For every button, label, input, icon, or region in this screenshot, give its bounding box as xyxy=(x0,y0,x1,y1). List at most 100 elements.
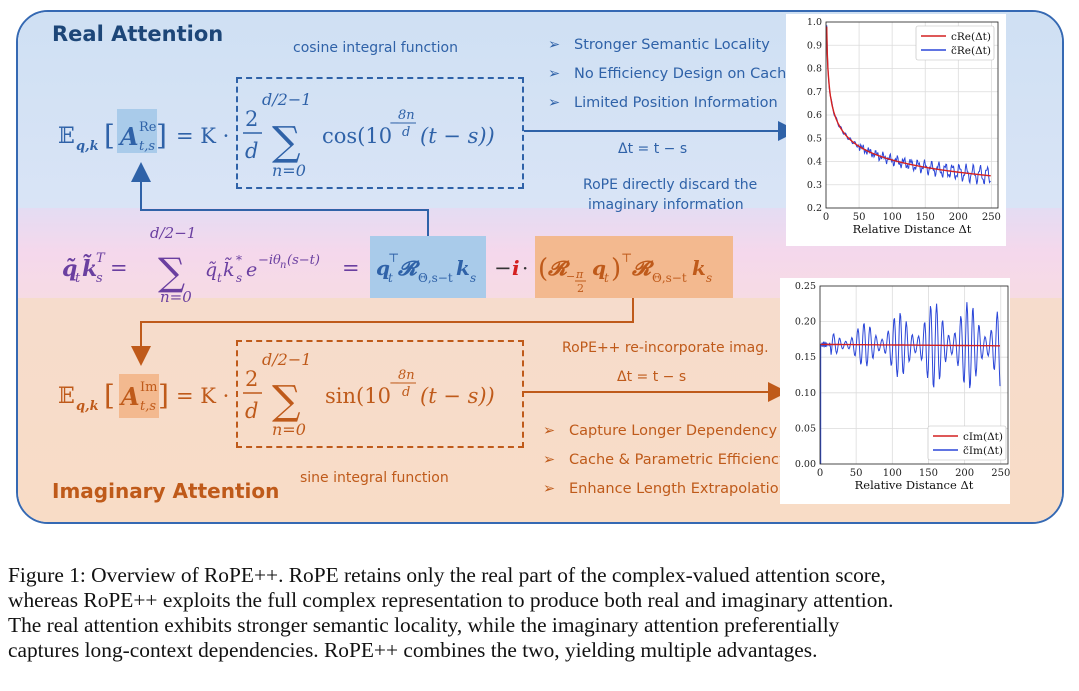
svg-text:i: i xyxy=(512,256,520,280)
svg-text:k: k xyxy=(456,256,470,280)
x-tick-label: 250 xyxy=(991,468,1010,479)
svg-text:= K ·: = K · xyxy=(176,124,229,148)
y-tick-label: 0.00 xyxy=(795,459,816,470)
real-attention-highlight xyxy=(117,109,157,153)
svg-text:n=0: n=0 xyxy=(160,288,192,306)
svg-text:∑: ∑ xyxy=(158,250,185,294)
svg-text:−: − xyxy=(494,256,512,280)
svg-text:k: k xyxy=(692,256,706,280)
imag-sum-lower: n=0 xyxy=(272,420,306,439)
x-tick-label: 0 xyxy=(823,212,829,223)
svg-text:t,s: t,s xyxy=(140,399,156,414)
real-bullet-2: ➢ No Efficiency Design on Cache xyxy=(548,66,796,82)
svg-text:n: n xyxy=(280,260,286,271)
x-tick-label: 150 xyxy=(919,468,938,479)
svg-text:s: s xyxy=(236,271,242,285)
svg-text:∑: ∑ xyxy=(272,378,301,424)
svg-text:*: * xyxy=(236,253,242,267)
x-tick-label: 250 xyxy=(982,212,1001,223)
svg-text:A: A xyxy=(118,122,139,151)
svg-text:·: · xyxy=(522,256,528,280)
real-frac-num: 2 xyxy=(245,107,258,131)
imag-bullet-2-text: Cache & Parametric Efficiency xyxy=(568,452,788,468)
svg-text:q,k: q,k xyxy=(76,139,99,154)
real-attention-title: Real Attention xyxy=(52,22,224,46)
imag-part-highlight xyxy=(535,236,733,298)
real-chart-legend: cRe(Δt)c̃Re(Δt) xyxy=(915,25,995,61)
imag-chart-legend: cIm(Δt)c̃Im(Δt) xyxy=(927,425,1007,461)
imag-chart-curves xyxy=(820,302,1001,464)
y-tick-label: 1.0 xyxy=(807,17,822,28)
svg-text:k̃: k̃ xyxy=(223,258,235,281)
real-sum-upper: d/2−1 xyxy=(262,90,311,109)
y-tick-label: 0.6 xyxy=(807,110,822,121)
y-tick-label: 0.15 xyxy=(795,352,816,363)
caption-line-1: Figure 1: Overview of RoPE++. RoPE retai… xyxy=(8,563,886,587)
exact-series-line xyxy=(820,343,1000,347)
svg-text:sin(10: sin(10 xyxy=(325,384,391,408)
svg-text:−iθ: −iθ xyxy=(258,253,281,268)
y-tick-label: 0.10 xyxy=(795,388,816,399)
imag-bullet-1-text: Capture Longer Dependency xyxy=(568,423,778,439)
svg-text:s: s xyxy=(470,271,476,285)
svg-text:−: − xyxy=(389,376,400,391)
svg-text:=: = xyxy=(342,256,360,280)
x-tick-label: 100 xyxy=(883,212,902,223)
svg-text:π: π xyxy=(575,268,584,281)
x-tick-label: 0 xyxy=(817,468,823,479)
real-sum-lower: n=0 xyxy=(272,161,306,180)
svg-text:8n: 8n xyxy=(398,368,415,383)
y-tick-label: 0.8 xyxy=(807,64,822,75)
svg-text:t: t xyxy=(388,271,393,285)
real-bullet-2-text: No Efficiency Design on Cache xyxy=(573,66,796,82)
svg-text:= K ·: = K · xyxy=(176,384,229,408)
imag-delta-note: Δt = t − s xyxy=(617,369,687,385)
svg-text:s: s xyxy=(706,271,712,285)
imag-frac-num: 2 xyxy=(245,367,258,391)
svg-text:q̃: q̃ xyxy=(205,259,217,281)
caption-line-3: The real attention exhibits stronger sem… xyxy=(8,613,840,637)
svg-text:e: e xyxy=(246,259,257,281)
svg-text:(s−t): (s−t) xyxy=(287,253,320,268)
svg-text:t,s: t,s xyxy=(139,139,155,154)
legend-entry: c̃Im(Δt) xyxy=(963,445,1003,457)
x-tick-label: 50 xyxy=(850,468,863,479)
approx-series-line xyxy=(820,302,1001,464)
svg-text:(t − s)): (t − s)) xyxy=(420,124,495,148)
x-axis-label: Relative Distance Δt xyxy=(853,222,972,236)
real-extract-arrow xyxy=(131,162,429,236)
legend-box xyxy=(927,425,1007,461)
figure-caption: Figure 1: Overview of RoPE++. RoPE retai… xyxy=(8,563,1074,663)
svg-text:]: ] xyxy=(158,379,169,412)
plot-frame xyxy=(825,21,999,209)
imag-attention-highlight xyxy=(119,374,159,418)
legend-entry: c̃Re(Δt) xyxy=(951,45,991,57)
x-tick-label: 100 xyxy=(883,468,902,479)
y-tick-label: 0.4 xyxy=(807,157,822,168)
svg-text:Re: Re xyxy=(139,120,157,135)
svg-text:q̃: q̃ xyxy=(62,256,77,282)
discard-note-line2: imaginary information xyxy=(588,197,744,213)
real-chart-curves xyxy=(826,25,991,185)
y-tick-label: 0.05 xyxy=(795,423,816,434)
reincorporate-note: RoPE++ re-incorporate imag. xyxy=(562,340,769,356)
svg-text:⊤: ⊤ xyxy=(388,251,399,265)
svg-text:𝔼: 𝔼 xyxy=(58,384,75,409)
y-tick-label: 0.25 xyxy=(795,281,816,292)
real-attention-equation: 𝔼 q,k [ A Re t,s ] = K · 2 d d/2−1 ∑ n=0… xyxy=(58,90,495,180)
x-tick-label: 150 xyxy=(916,212,935,223)
imaginary-attention-title: Imaginary Attention xyxy=(52,479,280,503)
svg-text:t: t xyxy=(604,271,609,285)
svg-text:[: [ xyxy=(104,119,115,152)
svg-text:d: d xyxy=(402,385,410,400)
svg-text:∑: ∑ xyxy=(272,119,301,165)
cosine-integral-box xyxy=(236,77,524,189)
exact-series-line xyxy=(826,26,991,177)
sine-integral-box xyxy=(236,340,524,448)
svg-text:=: = xyxy=(110,256,128,280)
imag-extract-arrow xyxy=(131,298,634,366)
sine-integral-label: sine integral function xyxy=(300,470,449,486)
